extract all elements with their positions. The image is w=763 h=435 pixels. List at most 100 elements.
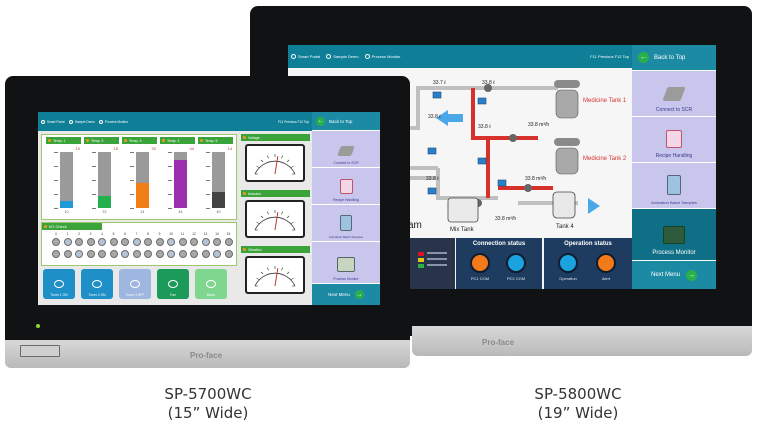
gauge-title: Voltage (241, 134, 310, 141)
back-arrow-icon: ← (316, 116, 325, 126)
breadcrumb[interactable]: Process Monitor (364, 54, 400, 59)
control-tile-button[interactable]: Motor (195, 269, 227, 299)
control-tile-button[interactable]: Tuner 2 ON (81, 269, 113, 299)
io-lamp[interactable] (190, 238, 198, 246)
io-number: 1 (66, 232, 69, 236)
io-lamp[interactable] (167, 250, 175, 258)
control-tile-button[interactable]: Fan (157, 269, 189, 299)
io-lamp[interactable] (75, 250, 83, 258)
io-lamp[interactable] (121, 238, 129, 246)
alert-status-button[interactable] (596, 253, 616, 273)
monitor-panel-icon (663, 226, 685, 244)
io-lamp[interactable] (190, 250, 198, 258)
io-number: 0 (55, 232, 57, 236)
gauge-title: Actuator (241, 190, 310, 197)
power-led (36, 324, 40, 328)
scale-tick (206, 166, 210, 167)
io-lamp[interactable] (98, 250, 106, 258)
io-lamp[interactable] (63, 250, 72, 258)
back-arrow-icon: ← (638, 52, 649, 63)
process-monitor-button[interactable]: Process Monitor (312, 242, 380, 284)
io-lamp[interactable] (144, 250, 152, 258)
scale-tick (54, 208, 58, 209)
temp-dot-icon (162, 139, 165, 142)
temp-value: 18 (113, 146, 118, 151)
io-lamp[interactable] (155, 238, 164, 246)
connect-scr-button[interactable]: Connect to SCR (632, 71, 716, 117)
temp-bottom-value: 24 (140, 210, 145, 214)
io-lamp[interactable] (86, 238, 95, 246)
io-lamp[interactable] (52, 250, 60, 258)
temp-bar (98, 152, 111, 208)
next-menu-button[interactable]: Next Menu → (632, 261, 716, 289)
next-menu-button[interactable]: Next Menu → (328, 290, 364, 299)
io-lamp[interactable] (132, 250, 141, 258)
scale-tick (130, 208, 134, 209)
animation-samples-button[interactable]: Animation Batch Samples (312, 205, 380, 242)
control-tile-button[interactable]: Tuner 3 OFF (119, 269, 151, 299)
temp-dot-icon (124, 139, 127, 142)
tile-icon (54, 280, 64, 288)
io-lamp[interactable] (121, 250, 129, 258)
scale-tick (92, 194, 96, 195)
io-lamp[interactable] (201, 250, 210, 258)
function-keys: F11 Previous F12 Top (590, 54, 629, 59)
io-lamp[interactable] (144, 238, 152, 246)
back-to-top-button[interactable]: ← Back to Top (312, 112, 380, 131)
io-lamp[interactable] (86, 250, 95, 258)
flow-label: 33.8 m³/h (495, 216, 516, 222)
gauge-dial (254, 210, 296, 231)
control-tile-button[interactable]: Tuner 1 ON (43, 269, 75, 299)
io-lamp[interactable] (109, 250, 118, 258)
breadcrumb[interactable]: Sample Demo (68, 119, 95, 124)
breadcrumb[interactable]: Smart Portal (41, 119, 65, 124)
breadcrumb[interactable]: Smart Portal (291, 54, 320, 59)
breadcrumb[interactable]: Process Monitor (98, 119, 128, 124)
io-lamp[interactable] (155, 250, 164, 258)
recipe-handling-button[interactable]: Recipe Handling (312, 168, 380, 205)
back-to-top-button[interactable]: ← Back to Top (632, 45, 716, 71)
gauge-dot-icon (243, 136, 246, 139)
function-keys: F11 Previous F12 Top (278, 119, 309, 124)
io-lamp[interactable] (52, 238, 60, 246)
cabinet-icon (340, 215, 352, 231)
portal-icon (41, 119, 45, 124)
io-lamp[interactable] (63, 238, 72, 246)
io-lamp[interactable] (98, 238, 106, 246)
breadcrumb[interactable]: Sample Demo (326, 54, 359, 59)
connect-scr-button[interactable]: Connect to SCR (312, 131, 380, 168)
usb-cover (20, 345, 60, 357)
large-device-chin (412, 326, 752, 356)
io-lamp[interactable] (132, 238, 141, 246)
temp-value: 44 (189, 146, 194, 151)
scale-tick (92, 152, 96, 153)
flow-label: 33.8 m³/h (528, 122, 549, 128)
io-lamp[interactable] (201, 238, 210, 246)
io-lamp[interactable] (178, 250, 187, 258)
io-lamp[interactable] (75, 238, 83, 246)
tank2-label: Medicine Tank 2 (583, 156, 627, 162)
flow-label: 33.8 ℓ (482, 80, 495, 86)
demo-icon (326, 54, 332, 59)
io-lamp[interactable] (109, 238, 118, 246)
tile-label: Tuner 3 OFF (125, 293, 145, 297)
io-lamp[interactable] (167, 238, 175, 246)
operation-status-button[interactable] (558, 253, 578, 273)
tile-icon (92, 280, 102, 288)
operation-status-panel: Operation status Operation Alert (544, 238, 632, 289)
process-monitor-button[interactable]: Process Monitor (632, 209, 716, 261)
io-lamp[interactable] (213, 238, 221, 246)
tile-icon (168, 280, 178, 288)
io-lamp[interactable] (224, 238, 233, 246)
scale-tick (92, 180, 96, 181)
io-lamp[interactable] (224, 250, 233, 258)
pc2-status-button[interactable] (506, 253, 526, 273)
animation-samples-button[interactable]: Animation Batch Samples (632, 163, 716, 209)
recipe-handling-button[interactable]: Recipe Handling (632, 117, 716, 163)
io-lamp[interactable] (178, 238, 187, 246)
io-lamp[interactable] (213, 250, 221, 258)
pc1-status-button[interactable] (470, 253, 490, 273)
temp-bar-fill (174, 160, 187, 208)
